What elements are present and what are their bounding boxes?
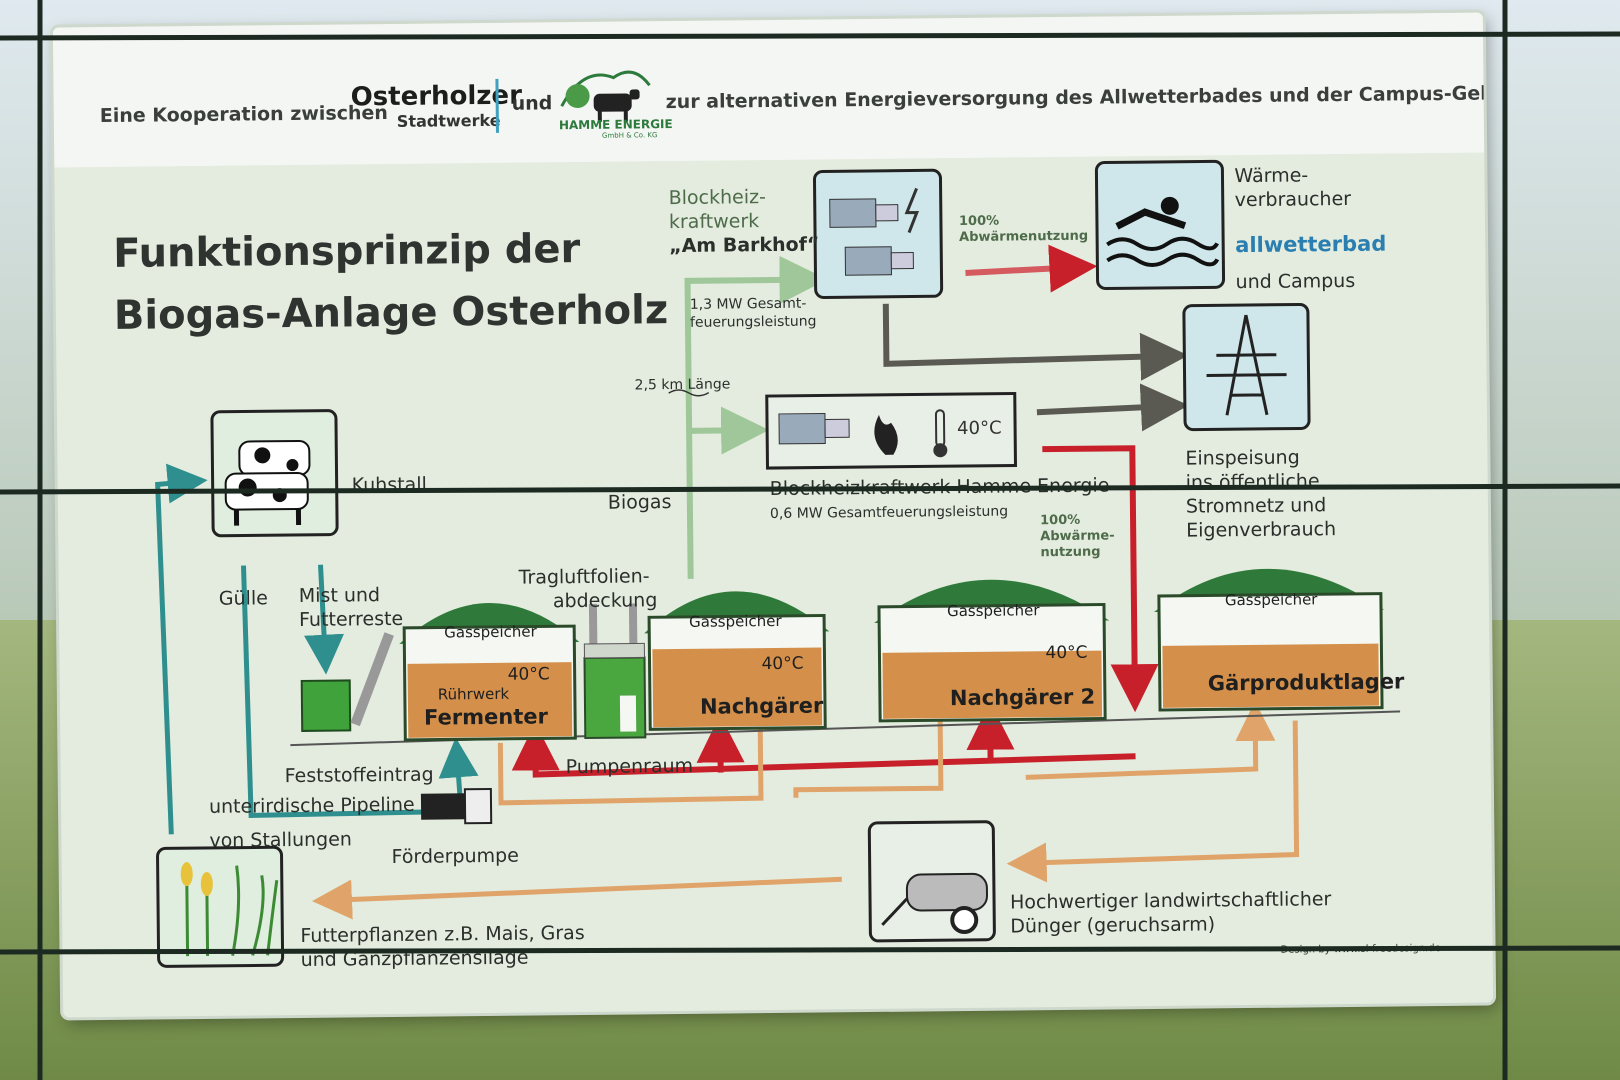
crop-icon — [180, 862, 279, 957]
thermometer-icon — [933, 409, 948, 458]
barn-box — [210, 409, 339, 538]
biogas-line — [684, 255, 828, 579]
pool-brand-logo: allwetterbad — [1235, 231, 1387, 258]
substrate-transfer-line — [497, 711, 1256, 806]
label-guelle: Gülle — [218, 587, 268, 610]
label-cover-1: Tragluftfolien- — [518, 565, 650, 589]
label-crops-2: und Ganzpflanzensilage — [300, 946, 529, 971]
solid-feeder — [300, 632, 394, 732]
label-hamme-power: 0,6 MW Gesamtfeuerungsleistung — [769, 503, 1009, 523]
process-flow-diagram — [155, 159, 1401, 968]
biogas-branch — [689, 406, 770, 455]
engine-icon — [778, 412, 850, 445]
tank-nachgaerer — [644, 591, 830, 731]
power-line-1 — [882, 303, 1189, 381]
label-crops-1: Futterpflanzen z.B. Mais, Gras — [300, 921, 585, 947]
label-manure-2: Futterreste — [298, 607, 404, 631]
tank-3-name: Nachgärer 2 — [949, 684, 1096, 711]
label-bhkw-barkhof-2: kraftwerk — [668, 210, 760, 234]
label-grid-4: Eigenverbrauch — [1186, 518, 1337, 542]
tank-2-gas-label: Gasspeicher — [689, 611, 782, 631]
label-waste-heat-2-b: Abwärme- — [1040, 528, 1115, 545]
label-waste-heat-1-a: 100% — [958, 213, 1000, 230]
tank-3-temp: 40°C — [1045, 642, 1088, 664]
label-pipeline-2: von Stallungen — [209, 828, 353, 852]
tank-2-temp: 40°C — [761, 653, 804, 675]
hamme-logo-icon — [560, 70, 651, 122]
lightning-icon — [904, 187, 920, 234]
tank-4-name: Gärproduktlager — [1207, 669, 1405, 696]
label-waste-heat-1-b: Abwärmenutzung — [959, 228, 1089, 246]
crops-box — [156, 845, 285, 968]
flame-icon — [874, 414, 898, 455]
grid-box — [1182, 302, 1311, 432]
feed-pump — [420, 787, 493, 825]
label-bhkw-barkhof-1: Blockheiz- — [668, 186, 767, 210]
label-pipeline-length: 2,5 km Länge — [634, 376, 731, 394]
tank-nachgaerer-2 — [874, 579, 1110, 723]
power-pylon-icon — [1206, 314, 1287, 416]
swimmer-icon — [1106, 196, 1220, 268]
design-credit: Design by www.sl-freedesign.de — [1280, 943, 1441, 956]
tank-gaerproduktlager — [1154, 568, 1385, 712]
label-waste-heat-2-a: 100% — [1039, 512, 1081, 529]
label-pump-room: Pumpenraum — [565, 754, 694, 779]
label-solid-feed: Feststoffeintrag — [284, 763, 434, 788]
tank-1-name: Fermenter — [423, 704, 549, 730]
tank-1-temp: 40°C — [507, 664, 550, 685]
label-barkhof-power-2: feuerungsleistung — [689, 313, 817, 331]
label-cover-2: abdeckung — [552, 589, 658, 613]
pool-box — [1094, 159, 1226, 291]
label-and-campus: und Campus — [1235, 269, 1356, 294]
bhkw-hamme-box — [765, 391, 1018, 470]
label-grid-3: Stromnetz und — [1185, 494, 1327, 518]
slurry-tanker-icon — [881, 872, 988, 935]
power-line-2 — [1036, 383, 1189, 432]
tank-4-gas-label: Gasspeicher — [1224, 590, 1318, 610]
label-grid-2: ins öffentliche — [1185, 470, 1320, 494]
label-bhkw-hamme: Blockheizkraftwerk Hamme Energie — [769, 474, 1110, 501]
label-fertilizer-1: Hochwertiger landwirtschaftlicher — [1009, 888, 1332, 914]
tank-1-gas-label: Gasspeicher — [444, 622, 537, 642]
pump-room — [583, 603, 647, 739]
label-fertilizer-2: Dünger (geruchsarm) — [1010, 913, 1216, 938]
info-sign: Eine Kooperation zwischen Osterholzer St… — [52, 12, 1494, 1018]
fertilizer-box — [867, 820, 996, 943]
tank-1-agitator-label: Rührwerk — [437, 684, 510, 704]
tank-3-gas-label: Gasspeicher — [946, 601, 1040, 621]
label-bhkw-barkhof-3: „Am Barkhof“ — [669, 233, 820, 258]
fertilizer-arrow — [1006, 720, 1300, 883]
label-pipeline-1: unterirdische Pipeline — [208, 793, 415, 818]
pipeline-return-line — [155, 463, 208, 835]
engine-icon — [829, 198, 899, 228]
engine-icon — [844, 246, 914, 276]
label-heat-consumer-2: verbraucher — [1234, 187, 1352, 212]
label-waste-heat-2-c: nutzung — [1040, 544, 1101, 561]
waste-heat-arrow-1 — [965, 244, 1098, 293]
pipeline-length-bracket — [668, 389, 710, 397]
manure-arrow — [304, 564, 345, 675]
label-manure-1: Mist und — [298, 584, 381, 607]
bhkw-barkhof-box — [812, 168, 944, 299]
label-hamme-temp: 40°C — [956, 417, 1002, 440]
heating-loop-line — [532, 445, 1138, 778]
label-biogas: Biogas — [607, 491, 672, 514]
guelle-pipeline — [241, 565, 479, 819]
tank-fermenter — [399, 603, 580, 742]
label-pump: Förderpumpe — [391, 844, 519, 869]
label-heat-consumer-1: Wärme- — [1234, 164, 1309, 188]
tank-2-name: Nachgärer — [699, 693, 824, 719]
label-grid-1: Einspeisung — [1185, 446, 1300, 470]
crops-return-arrow — [312, 876, 842, 920]
label-barn: Kuhstall — [351, 473, 427, 497]
label-barkhof-power-1: 1,3 MW Gesamt- — [689, 295, 807, 313]
